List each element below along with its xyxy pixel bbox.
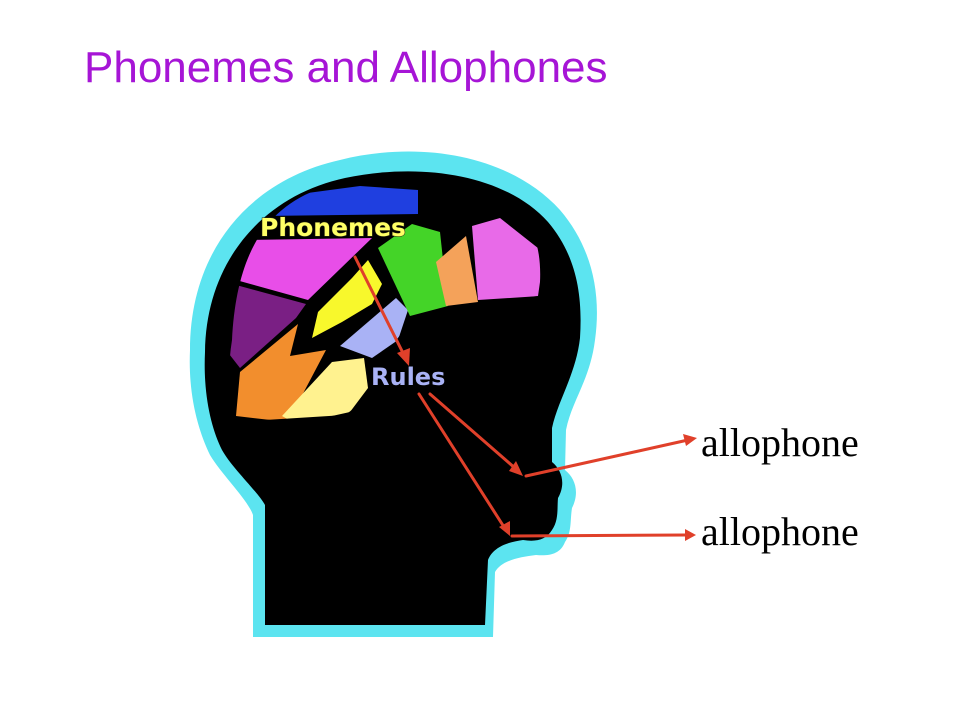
rules-label: Rules — [371, 363, 445, 391]
region-orange-left — [236, 324, 326, 420]
region-yellow — [312, 260, 382, 338]
arrow-phonemes-to-rules — [353, 255, 410, 366]
arrows — [353, 255, 697, 541]
slide-title: Phonemes and Allophones — [84, 43, 608, 92]
region-light-yellow — [282, 358, 368, 420]
allophone-label-1: allophone — [701, 420, 859, 465]
region-orange-right — [436, 236, 478, 306]
region-green — [378, 224, 448, 316]
region-blue — [262, 186, 418, 216]
phonemes-label: Phonemes — [260, 213, 406, 242]
region-purple — [229, 285, 306, 368]
region-magenta — [236, 238, 372, 300]
allophone-label-2: allophone — [701, 509, 859, 554]
region-magenta-right — [472, 218, 541, 300]
arrow-to-allophone-2 — [510, 529, 696, 541]
region-lavender — [340, 298, 408, 358]
arrow-rules-to-mouth-lower — [417, 392, 510, 536]
arrow-to-allophone-1 — [524, 434, 697, 478]
brain-regions — [229, 186, 541, 420]
arrow-rules-to-mouth-upper — [428, 392, 523, 476]
